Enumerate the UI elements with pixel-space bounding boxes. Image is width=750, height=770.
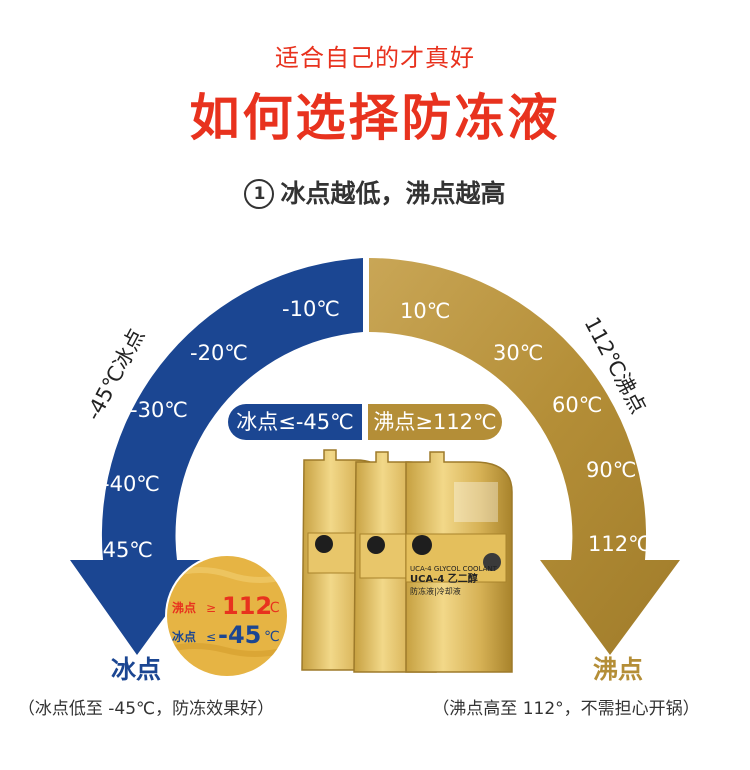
product-label-line1: UCA-4 GLYCOL COOLANT (410, 565, 498, 573)
boil-tick: 112℃ (588, 532, 652, 556)
boil-label: 沸点 (592, 655, 643, 684)
boil-tick: 30℃ (493, 341, 543, 365)
freeze-tick: -10℃ (282, 297, 340, 321)
boil-arc (369, 258, 680, 655)
boil-tick: 90℃ (586, 458, 636, 482)
product-label-line2: UCA-4 乙二醇 (410, 572, 478, 585)
boil-note: （沸点高至 112°，不需担心开锅） (432, 699, 700, 719)
product-label-line3: 防冻液|冷却液 (410, 586, 461, 596)
zoom-callout: 沸点 ≥ 112 ℃ 冰点 ≤ -45 ℃ (165, 554, 289, 678)
point-text: 冰点越低，沸点越高 (280, 179, 506, 208)
zoom-lte-sign: ≤ (206, 630, 216, 644)
zoom-boil-word: 沸点 (172, 600, 196, 615)
freeze-note: （冰点低至 -45℃，防冻效果好） (17, 699, 275, 719)
freeze-tick: -45℃ (95, 538, 153, 562)
freeze-tick: -30℃ (130, 398, 188, 422)
point-number: 1 (244, 179, 275, 209)
header-subtitle: 适合自己的才真好 (275, 44, 475, 72)
zoom-freeze-word: 冰点 (172, 629, 196, 644)
freeze-label: 冰点 (110, 655, 161, 684)
zoom-boil-value: 112 (222, 592, 272, 620)
freeze-arc (70, 258, 363, 655)
boil-tick: 60℃ (552, 393, 602, 417)
zoom-gte-sign: ≥ (206, 601, 216, 615)
boil-tick: 10℃ (400, 299, 450, 323)
freeze-badge: 冰点≤-45℃ (228, 404, 362, 440)
page-title: 如何选择防冻液 (189, 89, 561, 147)
freeze-tick: -40℃ (102, 472, 160, 496)
coolant-bottles: UCA-4 GLYCOL COOLANT UCA-4 乙二醇 防冻液|冷却液 (301, 449, 513, 673)
zoom-boil-unit: ℃ (264, 600, 280, 616)
zoom-freeze-value: -45 (218, 621, 261, 649)
boil-badge: 沸点≥112℃ (368, 404, 502, 440)
freeze-tick: -20℃ (190, 341, 248, 365)
zoom-freeze-unit: ℃ (264, 629, 280, 645)
